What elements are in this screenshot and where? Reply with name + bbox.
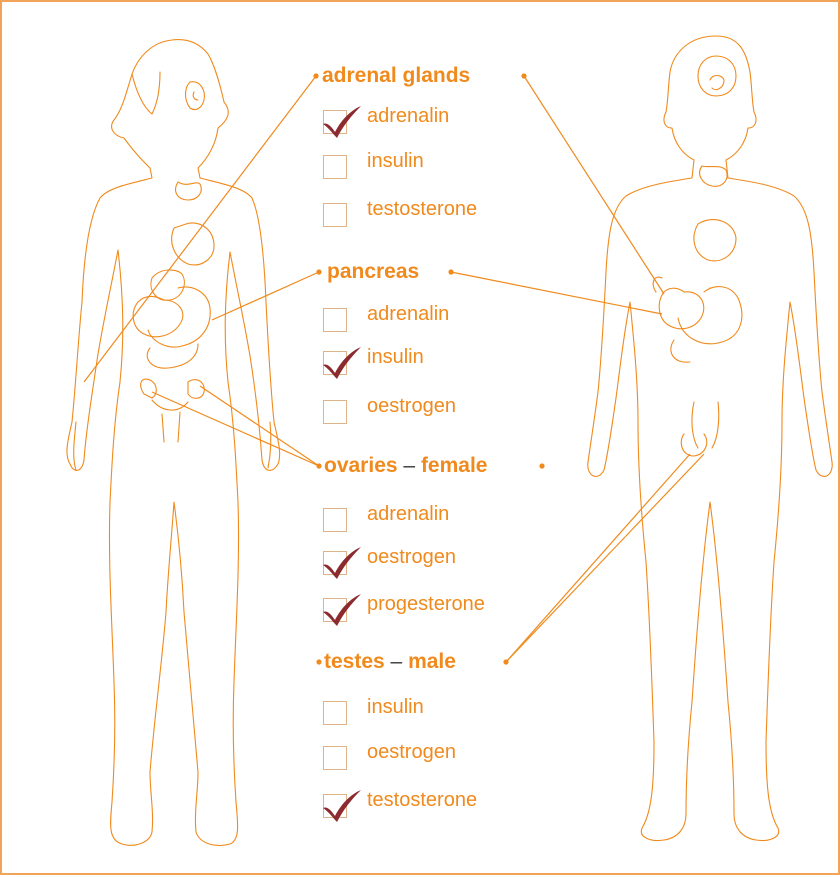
group-name: adrenal glands [322,64,470,87]
dash-separator: – [391,650,403,673]
checkmark-icon [321,594,363,626]
dash-separator: – [403,454,415,477]
option-label: testosterone [367,197,477,221]
group-name: ovaries [324,454,398,477]
checkbox[interactable] [323,400,347,424]
checkbox[interactable] [323,308,347,332]
group-heading-pancreas: pancreas [327,260,419,284]
group-name: testes [324,650,385,673]
checkbox[interactable] [323,203,347,227]
option-label: testosterone [367,788,477,812]
male-body-outline [588,36,832,841]
option-label: insulin [367,695,424,719]
option-label: insulin [367,149,424,173]
group-heading-adrenal-glands: adrenal glands [322,64,470,88]
option-label: oestrogen [367,740,456,764]
option-label: adrenalin [367,104,449,128]
option-label: adrenalin [367,302,449,326]
checkbox[interactable] [323,155,347,179]
option-label: insulin [367,345,424,369]
group-suffix: female [421,454,488,477]
option-label: adrenalin [367,502,449,526]
option-label: oestrogen [367,394,456,418]
checkmark-icon [321,790,363,822]
option-label: oestrogen [367,545,456,569]
checkbox[interactable] [323,508,347,532]
group-heading-ovaries: ovaries – female [324,454,487,478]
group-suffix: male [408,650,456,673]
option-label: progesterone [367,592,485,616]
checkbox[interactable] [323,746,347,770]
female-body-outline [67,40,280,846]
checkmark-icon [321,106,363,138]
checkbox[interactable] [323,701,347,725]
checkmark-icon [321,547,363,579]
group-name: pancreas [327,260,419,283]
group-heading-testes: testes – male [324,650,456,674]
checkmark-icon [321,347,363,379]
